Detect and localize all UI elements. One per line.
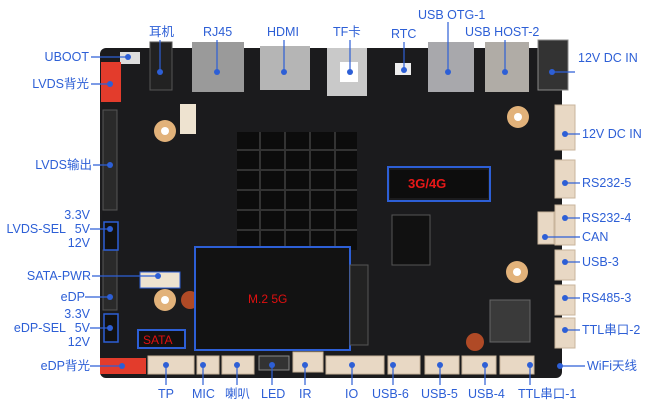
label-m2-5g: M.2 5G — [248, 292, 288, 306]
label-usb-otg1: USB OTG-1 — [418, 8, 486, 22]
label-lvds-backlight: LVDS背光 — [32, 77, 89, 91]
label-earphone: 耳机 — [149, 25, 175, 39]
label-uboot: UBOOT — [44, 50, 89, 64]
label-lvds-out: LVDS输出 — [35, 158, 92, 172]
label-usb6: USB-6 — [372, 387, 409, 401]
label-sata: SATA — [143, 333, 173, 347]
label-5v-edp: 5V — [74, 321, 90, 335]
label-mic: MIC — [192, 387, 215, 401]
label-12v-edp: 12V — [67, 335, 90, 349]
label-dc-in-2: 12V DC IN — [582, 127, 642, 141]
heatsink — [237, 132, 357, 250]
usb-otg-port — [428, 42, 474, 92]
label-tp: TP — [158, 387, 174, 401]
label-usb5: USB-5 — [421, 387, 458, 401]
label-3v3-lvds: 3.3V — [64, 208, 90, 222]
label-led: LED — [261, 387, 286, 401]
label-5v-lvds: 5V — [74, 222, 90, 236]
memory-chip — [391, 214, 431, 266]
rj45-port — [192, 42, 244, 92]
label-usb-host2: USB HOST-2 — [465, 25, 540, 39]
label-edp-backlight: eDP背光 — [40, 359, 90, 373]
earphone-jack — [149, 41, 173, 91]
label-3g4g: 3G/4G — [408, 176, 447, 191]
label-ttl1: TTL串口-1 — [518, 387, 577, 401]
label-usb4: USB-4 — [468, 387, 505, 401]
label-rs232-4: RS232-4 — [582, 211, 632, 225]
label-io: IO — [345, 387, 359, 401]
label-edp: eDP — [60, 290, 85, 304]
label-speaker: 喇叭 — [225, 387, 251, 401]
label-dc-in-1: 12V DC IN — [578, 51, 638, 65]
label-ttl2: TTL串口-2 — [582, 323, 641, 337]
label-3v3-edp: 3.3V — [64, 307, 90, 321]
3g4g-box — [387, 166, 491, 202]
label-rtc: RTC — [391, 27, 417, 41]
usb-host-port — [485, 42, 529, 92]
label-edp-sel: eDP-SEL — [13, 321, 66, 335]
label-12v-lvds: 12V — [67, 236, 90, 250]
hdmi-port — [260, 46, 310, 90]
sata-box — [137, 329, 186, 349]
label-usb3: USB-3 — [582, 255, 619, 269]
edp-header — [102, 249, 118, 311]
dc-jack — [537, 39, 569, 91]
label-hdmi: HDMI — [267, 25, 299, 39]
m2-5g-box — [194, 246, 351, 351]
label-sata-pwr: SATA-PWR — [26, 269, 91, 283]
label-can: CAN — [582, 230, 609, 244]
label-tf: TF卡 — [333, 25, 361, 39]
label-rj45: RJ45 — [203, 25, 233, 39]
label-rs232-5: RS232-5 — [582, 176, 632, 190]
wifi-module — [489, 299, 531, 343]
lvds-header — [102, 109, 118, 211]
label-lvds-sel: LVDS-SEL — [6, 222, 66, 236]
label-wifi: WiFi天线 — [587, 359, 637, 373]
label-ir: IR — [299, 387, 312, 401]
label-rs485-3: RS485-3 — [582, 291, 632, 305]
